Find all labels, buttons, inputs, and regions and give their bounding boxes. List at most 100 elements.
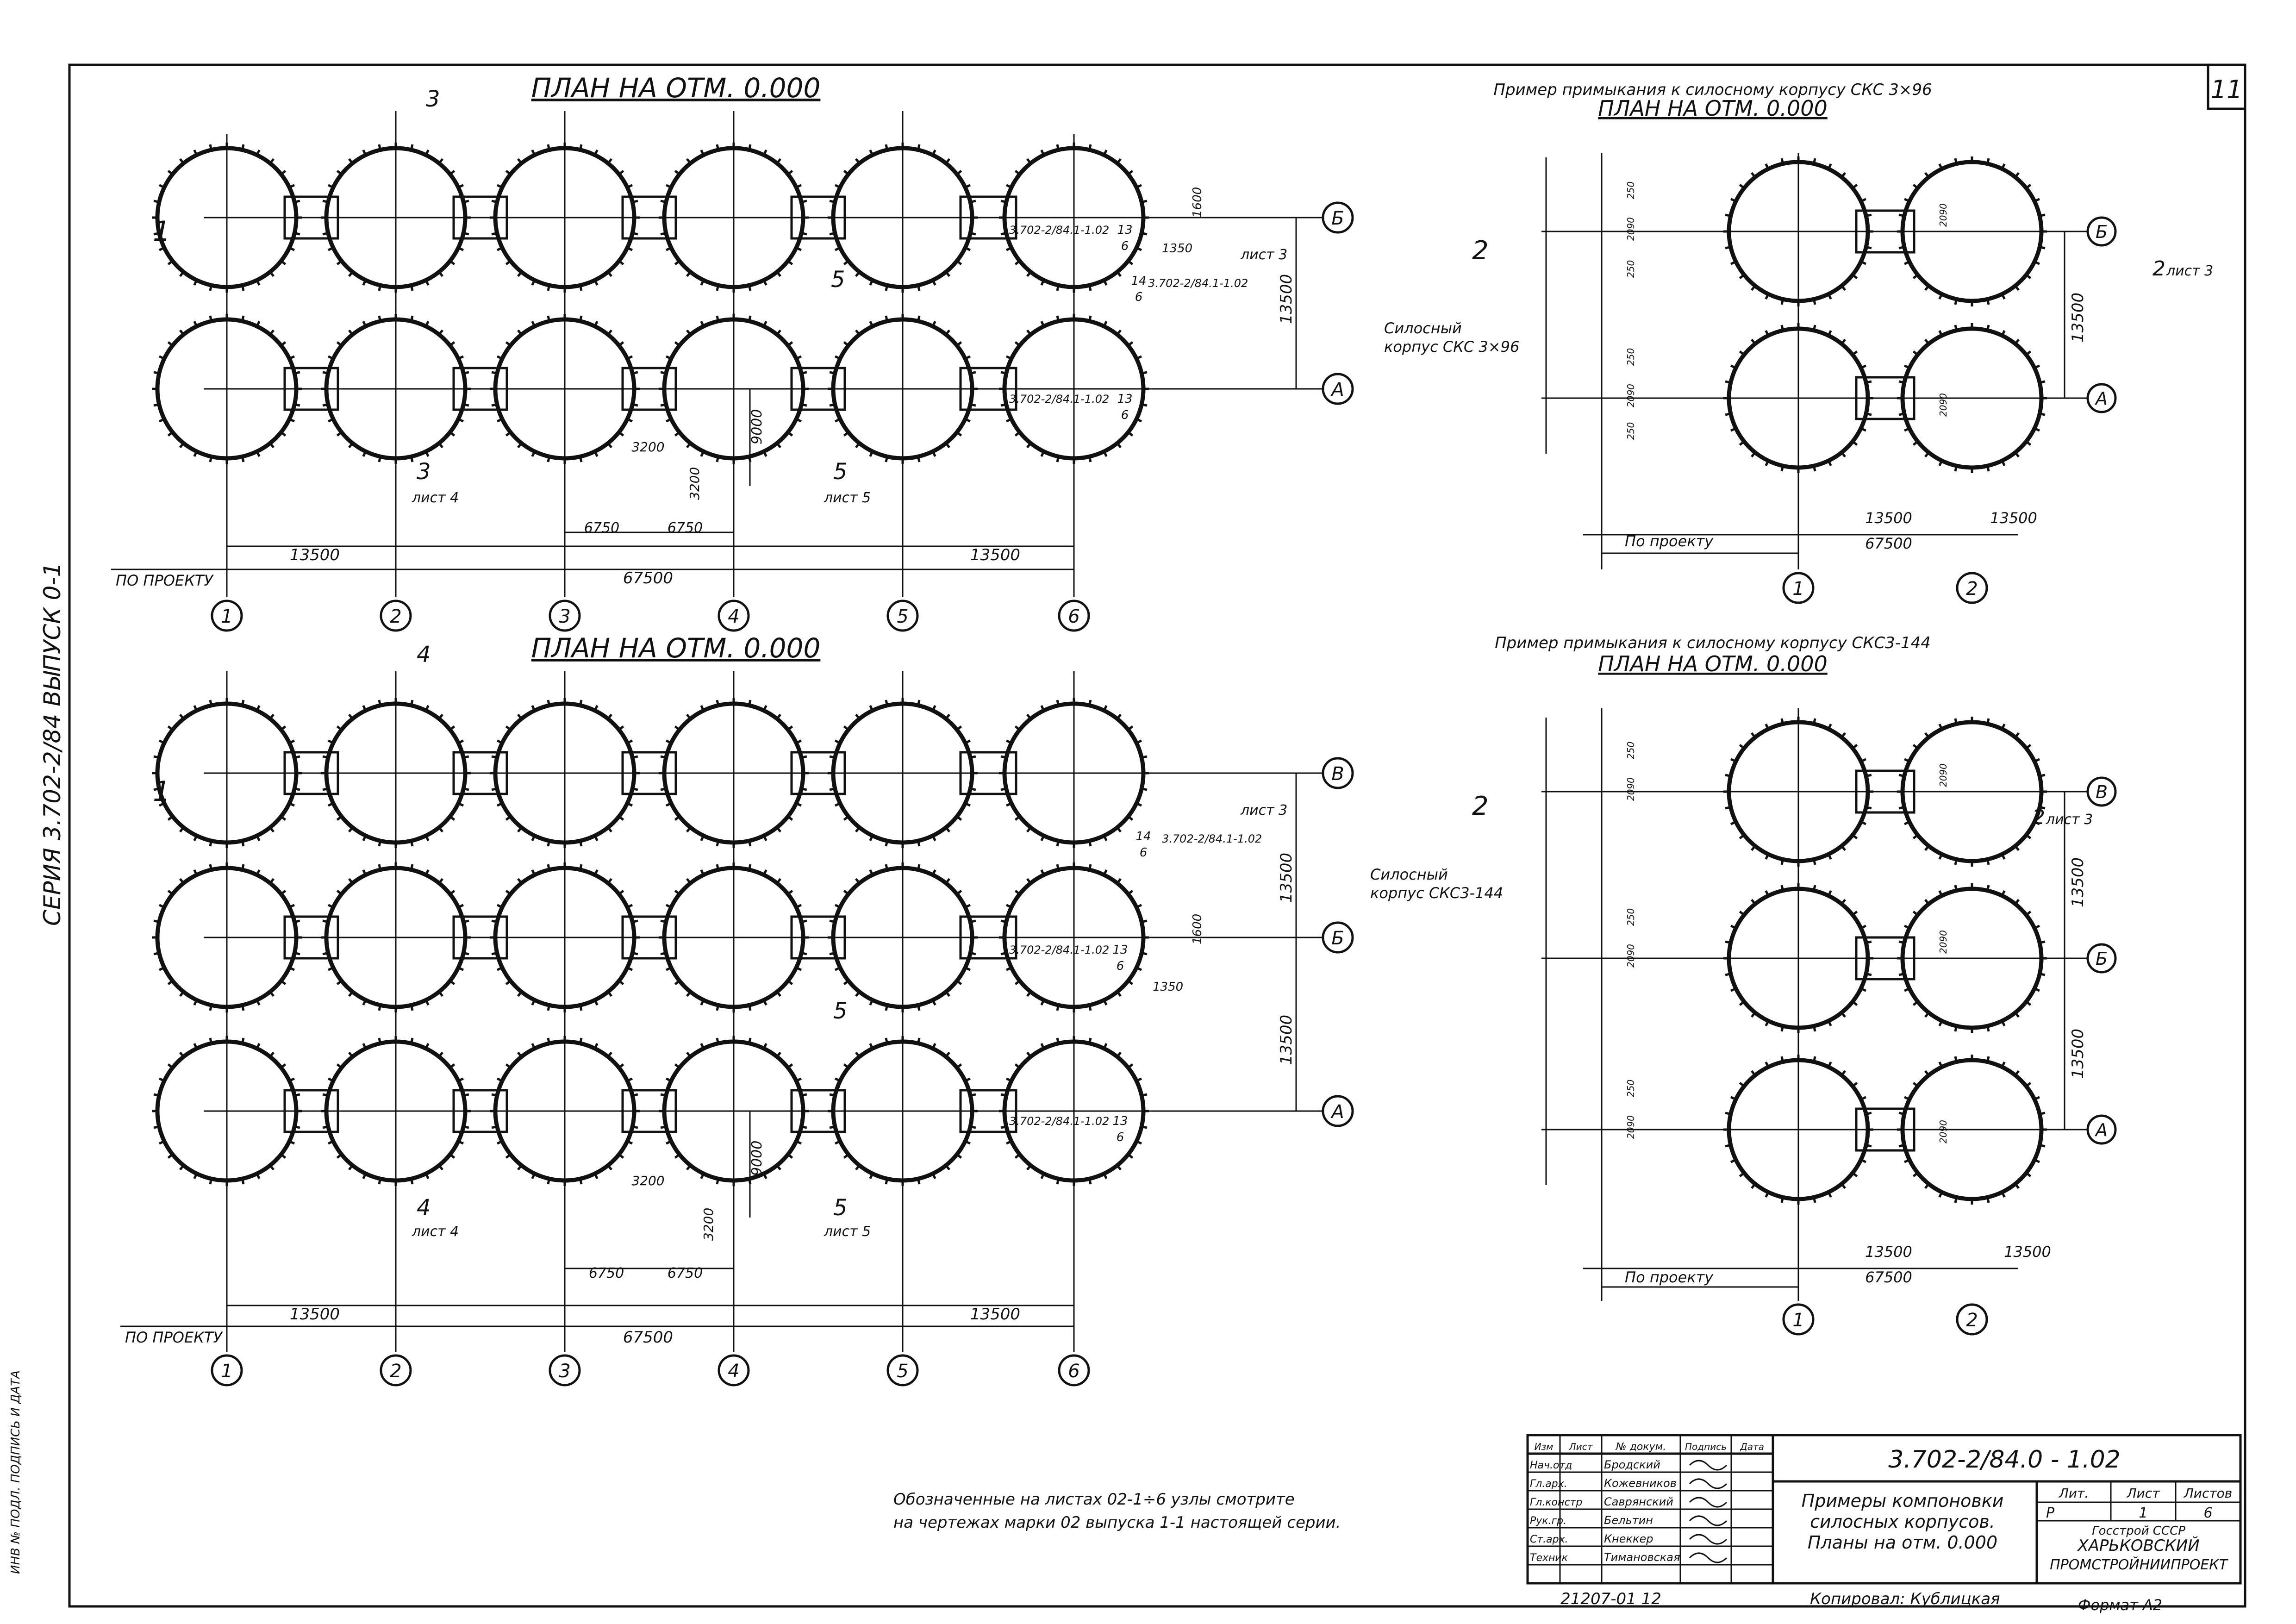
silo-rib [607,442,612,449]
silo-rib [801,951,807,956]
silo-rib [1116,713,1122,720]
silo-rib [801,787,807,791]
silo-rib [449,890,455,895]
silo-rib [153,403,160,407]
silo-rib [209,1178,213,1185]
silo-rib [449,341,455,347]
silo-rib [829,1093,836,1097]
plan-top-axis-markers [211,201,1354,632]
silo-rib [1000,371,1007,375]
silo-rib [1040,869,1045,875]
silo-rib [496,1140,503,1145]
title-block-sheet-label: Лист [2127,1486,2160,1501]
silo-rib [362,451,367,457]
silo-rib [193,149,198,156]
silo-rib [1056,315,1060,322]
silo-rib [607,158,612,164]
silo-rib [945,158,950,164]
silo-rib [632,371,638,375]
silo-rib [1739,834,1745,839]
silo-rib [970,919,976,924]
silo-rib [348,878,354,884]
silo-rib [410,1178,414,1185]
silo-rib [1827,294,1832,300]
silo-rib [700,999,705,1006]
example-2-section-right: 2 [2032,806,2045,829]
silo-rib [1765,294,1770,300]
silo-rib [517,329,523,336]
silo-rib [517,1051,523,1058]
silo-rib [716,864,720,870]
silo-rib [716,1178,720,1185]
silo-rib [505,890,512,895]
plan-bottom-axis-markers [211,757,1354,1387]
silo-rib [931,280,936,286]
silo-rib [1136,355,1142,360]
title-block-org-1: Госстрой СССР [2092,1524,2185,1538]
silo-rib [1005,739,1012,744]
title-block-col-date: Дата [1740,1441,1764,1452]
silo-rib [1812,885,1816,891]
silo-rib [153,200,160,204]
silo-rib [607,991,612,997]
silo-rib [1725,1112,1731,1116]
silo-rib [153,787,160,791]
silo-rib [1751,899,1756,905]
silo-rib [632,787,638,791]
silo-rib [931,1043,936,1049]
silo-rib [956,725,962,731]
example-1-body-label-2: корпус СКС 3×96 [1384,338,1519,356]
silo-rib [593,999,599,1006]
silo-rib [762,835,767,842]
silo-rib [158,802,165,807]
silo-rib [1056,1178,1060,1185]
silo-rib [1765,1061,1770,1068]
silo-rib [579,1178,583,1185]
silo-rib [424,869,430,875]
silo-rib [762,320,767,327]
silo-rib [1739,350,1745,356]
silo-rib [269,1051,275,1058]
example-1-axis-markers [1782,216,2117,604]
silo-rib [776,878,781,884]
plan-bottom: ПЛАН НА ОТМ. 0.000 ПО ПРОЕКТУ 13500 1350… [120,632,1354,1387]
silo-rib [2039,940,2046,944]
plan-top-node-14: 14 [1131,274,1146,288]
silo-rib [1739,1172,1745,1177]
title-block-org-2: ХАРЬКОВСКИЙ [2077,1536,2199,1555]
silo-rib [167,260,174,265]
silo-rib [410,285,414,291]
plan-bottom-axis-6: 6 [1068,1361,1079,1382]
silo-rib [1898,940,1905,944]
silo-rib [965,802,971,807]
silo-rib [2039,972,2046,976]
silo-rib [327,904,334,909]
silo-rib [158,904,165,909]
silo-rib [458,418,464,423]
silo-rib [1116,826,1122,833]
example-2-dim-2: 13500 [2004,1243,2051,1261]
silo-rib [256,320,261,327]
silo-rib [410,864,414,870]
silo-rib [1026,329,1032,336]
silo-rib [956,815,962,821]
silo-rib [458,355,464,360]
silo-rib [686,878,692,884]
silo-rib [280,890,287,895]
silo-rib [294,231,300,236]
silo-rib [1000,919,1007,924]
silo-rib [762,1173,767,1180]
silo-rib [931,451,936,457]
silo-rib [700,705,705,711]
silo-rib [965,184,971,189]
plan-top-silos [152,143,1149,464]
silo-rib [1127,260,1134,265]
silo-rib [618,1153,624,1159]
silo-rib [607,826,612,833]
silo-rib [801,371,807,375]
silo-rib [796,418,802,423]
silo-rib [834,739,841,744]
silo-rib [762,280,767,286]
silo-rib [410,315,414,322]
silo-rib [885,1178,889,1185]
